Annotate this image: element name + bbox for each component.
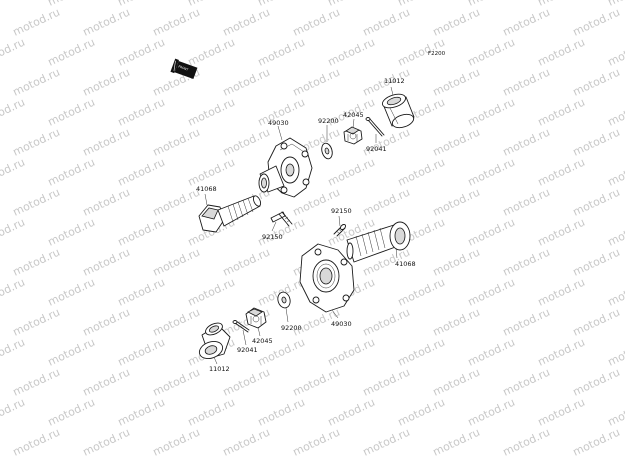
bolt-lower	[333, 224, 346, 237]
part-label-41068-top: 41068	[196, 185, 217, 193]
part-label-92200-top: 92200	[318, 117, 339, 125]
part-label-41068-bottom: 41068	[395, 260, 416, 268]
boot-cap-top	[381, 93, 415, 129]
diagram-code: F2200	[428, 51, 446, 57]
hub-top	[258, 137, 313, 198]
part-label-11012-bottom: 11012	[209, 365, 230, 373]
washer-bottom	[277, 291, 291, 309]
front-logo	[170, 58, 198, 80]
cotter-pin-top	[365, 117, 385, 137]
part-label-92150-upper: 92150	[262, 233, 283, 241]
axle-top	[198, 195, 262, 233]
part-label-92041-bottom: 92041	[237, 346, 258, 354]
watermark-text: motod.ru	[606, 0, 625, 9]
part-label-92041-top: 92041	[366, 145, 387, 153]
hub-bottom	[299, 243, 355, 313]
part-label-92150-lower: 92150	[331, 207, 352, 215]
part-label-49030-top: 49030	[268, 119, 289, 127]
castle-nut-top	[343, 126, 363, 145]
cotter-pin-bottom	[232, 320, 250, 333]
axle-bottom	[346, 221, 411, 263]
part-label-42045-bottom: 42045	[252, 337, 273, 345]
bolt-upper	[270, 211, 293, 227]
part-label-11012-top: 11012	[384, 77, 405, 85]
boot-cap-bottom	[198, 322, 231, 360]
leader-lines	[204, 86, 398, 365]
castle-nut-bottom	[245, 307, 267, 329]
part-label-49030-bottom: 49030	[331, 320, 352, 328]
washer-top	[321, 142, 333, 160]
part-label-42045-top: 42045	[343, 111, 364, 119]
part-label-92200-bottom: 92200	[281, 324, 302, 332]
